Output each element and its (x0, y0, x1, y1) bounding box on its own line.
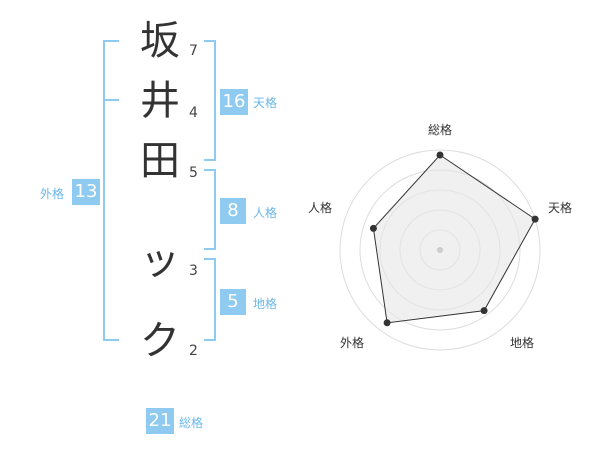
tenkaku-bracket (204, 40, 216, 161)
radar-ring (339, 149, 541, 351)
radar-chart (339, 149, 541, 351)
name-char-4: ッ (140, 238, 180, 284)
radar-label-jinkaku: 人格 (308, 201, 333, 215)
soukaku-label: 総格 (179, 416, 204, 430)
tenkaku-label: 天格 (253, 96, 278, 110)
gaikaku-bracket (103, 40, 119, 341)
radar-label-gaikaku: 外格 (340, 336, 365, 350)
radar-point-3 (383, 319, 391, 327)
chikaku-bracket (204, 258, 216, 341)
jinkaku-badge: 8 (220, 198, 246, 224)
stroke-count-3: 5 (189, 165, 198, 181)
radar-polygon (372, 154, 536, 324)
radar-point-1 (531, 215, 539, 223)
jinkaku-label: 人格 (253, 206, 278, 220)
radar-point-0 (436, 151, 444, 159)
radar-center-dot (437, 247, 443, 253)
stroke-count-5: 2 (189, 343, 198, 359)
radar-label-chikaku: 地格 (510, 336, 535, 350)
soukaku-badge: 21 (146, 408, 174, 434)
tenkaku-badge: 16 (220, 89, 248, 115)
stroke-count-1: 7 (189, 43, 198, 59)
name-char-1: 坂 (140, 18, 180, 64)
name-char-3: 田 (140, 138, 180, 184)
radar-point-2 (480, 307, 488, 315)
radar-label-tenkaku: 天格 (548, 201, 573, 215)
stroke-count-4: 3 (189, 263, 198, 279)
gaikaku-badge: 13 (72, 179, 100, 205)
gaikaku-label: 外格 (40, 187, 65, 201)
jinkaku-bracket (204, 169, 216, 250)
chikaku-label: 地格 (253, 297, 278, 311)
stroke-count-2: 4 (189, 105, 198, 121)
chikaku-badge: 5 (220, 289, 246, 315)
radar-label-soukaku: 総格 (428, 123, 453, 137)
name-char-2: 井 (140, 78, 180, 124)
radar-point-4 (369, 224, 377, 232)
name-char-5: ク (140, 318, 180, 364)
